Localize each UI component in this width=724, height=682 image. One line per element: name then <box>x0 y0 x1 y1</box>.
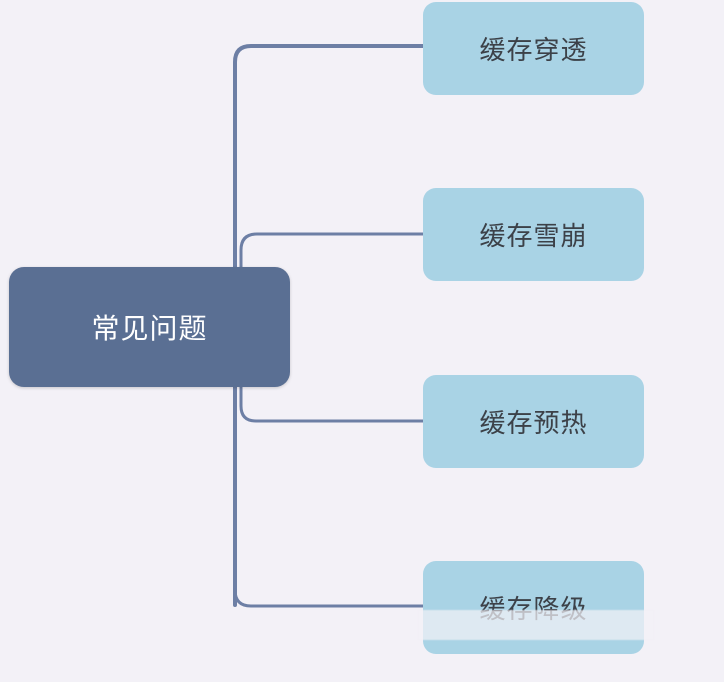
child-node-cache-warmup[interactable]: 缓存预热 <box>423 375 644 468</box>
root-node-label: 常见问题 <box>91 312 208 345</box>
child-node-cache-degradation[interactable]: 缓存降级 <box>423 561 644 654</box>
child-node-cache-avalanche[interactable]: 缓存雪崩 <box>423 188 644 281</box>
child-node-label: 缓存穿透 <box>479 36 588 66</box>
watermark-overlay <box>418 610 654 640</box>
connector-to-node-4 <box>233 588 427 608</box>
connector-to-node-1 <box>233 44 427 607</box>
child-node-label: 缓存雪崩 <box>479 222 588 252</box>
child-node-label: 缓存预热 <box>479 409 588 439</box>
connector-to-node-2 <box>239 232 427 270</box>
child-node-cache-penetration[interactable]: 缓存穿透 <box>423 2 644 95</box>
connector-to-node-3 <box>239 384 427 423</box>
root-node[interactable]: 常见问题 <box>9 267 290 387</box>
